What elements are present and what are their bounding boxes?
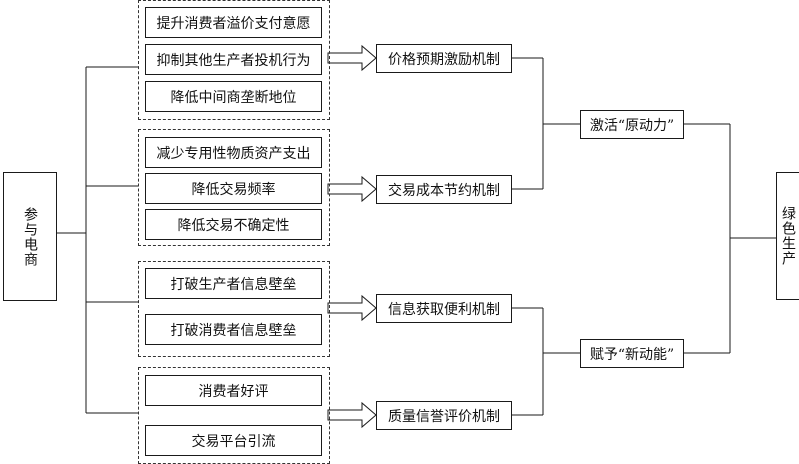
factor-box: 消费者好评 [145,375,322,406]
factor-group-2 [138,129,330,246]
factor-box: 降低交易不确定性 [145,209,322,240]
outcome-box-motive: 激活“原动力” [580,110,684,139]
outcome-box-momentum: 赋予“新动能” [580,339,684,368]
factor-box: 打破消费者信息壁垒 [145,314,322,345]
mechanism-box-cost: 交易成本节约机制 [376,175,512,204]
mechanism-box-price: 价格预期激励机制 [376,44,512,73]
arrow-3 [327,294,377,322]
root-node-right: 绿色生产 [776,172,799,300]
arrow-4 [327,401,377,429]
factor-box: 打破生产者信息壁垒 [145,268,322,299]
root-node-left: 参与电商 [3,172,57,301]
factor-box: 减少专用性物质资产支出 [145,137,322,168]
root-node-left-label: 参与电商 [22,206,38,267]
factor-group-3 [138,261,330,357]
mechanism-box-quality: 质量信誉评价机制 [376,401,512,430]
factor-box: 降低中间商垄断地位 [145,81,322,112]
factor-group-1 [138,0,330,120]
factor-box: 抑制其他生产者投机行为 [145,44,322,75]
arrow-1 [327,44,377,72]
mechanism-box-info: 信息获取便利机制 [376,294,512,323]
arrow-2 [327,175,377,203]
factor-box: 降低交易频率 [145,173,322,204]
factor-box: 交易平台引流 [145,425,322,456]
root-node-right-label: 绿色生产 [780,206,796,266]
factor-box: 提升消费者溢价支付意愿 [145,7,322,38]
